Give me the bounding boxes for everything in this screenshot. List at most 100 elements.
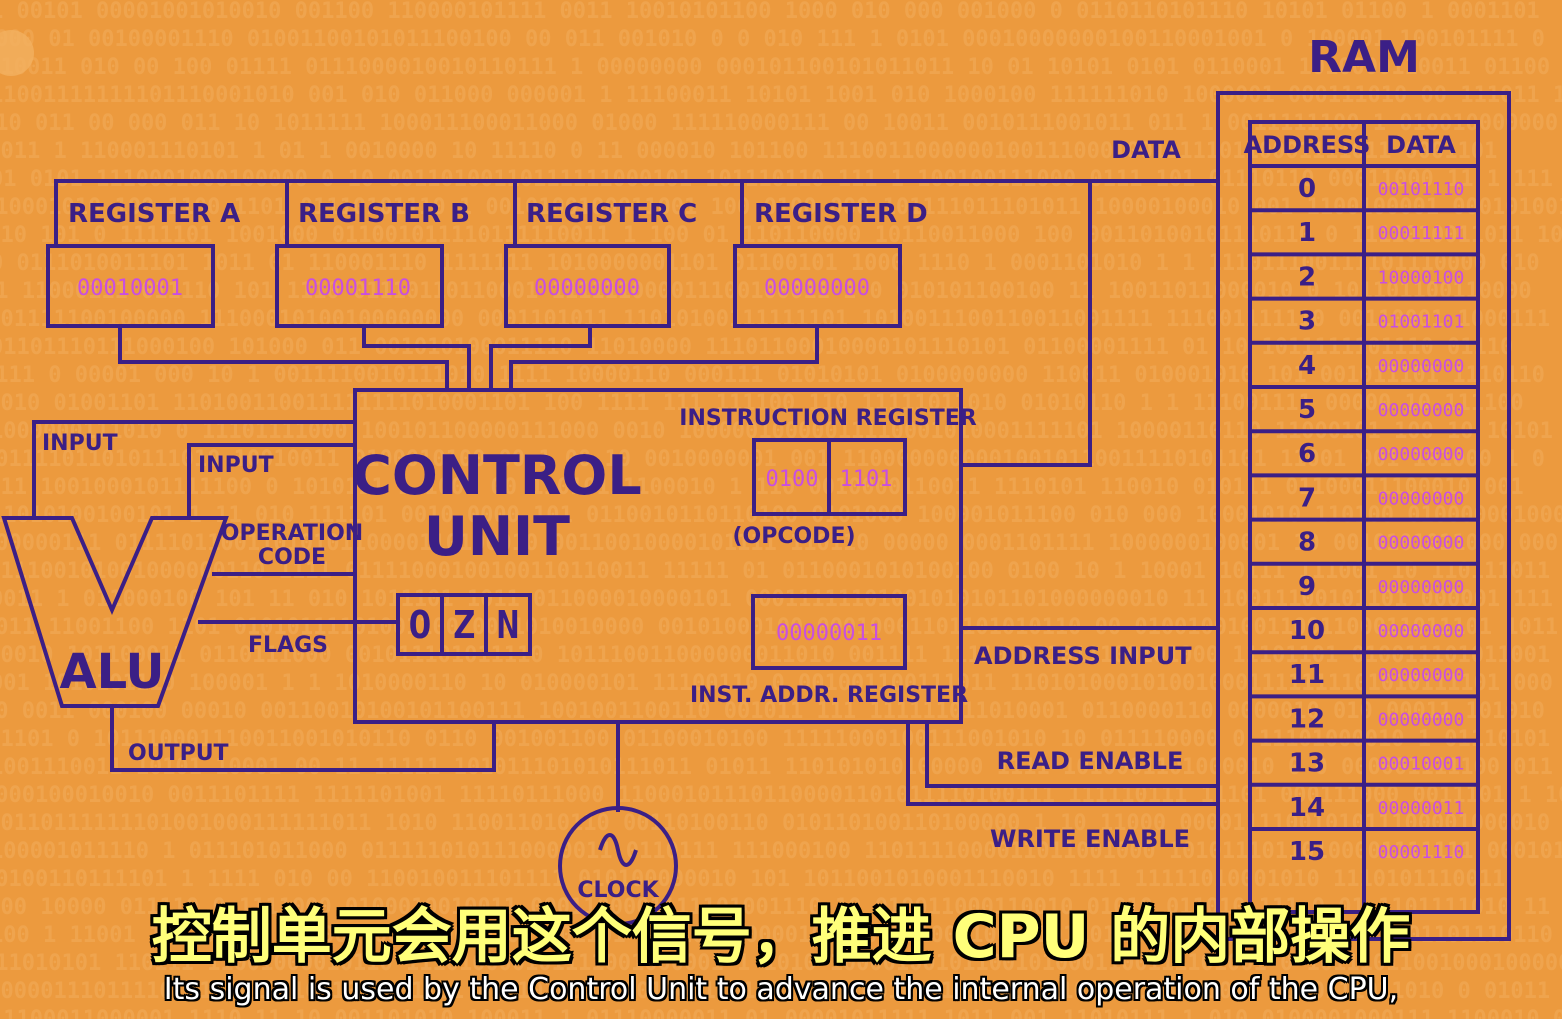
- ram-data-7: 00000000: [1378, 488, 1465, 509]
- register-c-label: REGISTER C: [526, 199, 697, 229]
- ram-data-0: 00101110: [1378, 179, 1465, 200]
- ram-address-4: 4: [1298, 351, 1316, 381]
- ram-data-2: 10000100: [1378, 267, 1465, 288]
- ram-address-7: 7: [1298, 483, 1316, 513]
- alu: ALU INPUT INPUT OPERATION CODE FLAGS OUT…: [1, 420, 496, 772]
- ram-address-10: 10: [1289, 616, 1325, 646]
- svg-text:0111 0 00001 000 10 1 001111: 0111 0 00001 000 10 1 0011110010111010 1…: [0, 363, 1545, 388]
- ram-address-15: 15: [1289, 837, 1325, 867]
- register-b-value: 00001110: [305, 276, 411, 301]
- register-d: REGISTER D 00000000: [733, 199, 928, 328]
- ram-data-1: 00011111: [1378, 223, 1465, 244]
- svg-text:101111011010111010 10010011 01: 101111011010111010 10010011 0100010100 0…: [0, 447, 1545, 472]
- ram-data-5: 00000000: [1378, 400, 1465, 421]
- flag-z: Z: [453, 603, 476, 647]
- ram-data-6: 00000000: [1378, 444, 1465, 465]
- instruction-register-label: INSTRUCTION REGISTER: [679, 406, 976, 431]
- svg-text:0 0110111111101001000111111011: 0 0110111111101001000111111011 1010 1100…: [0, 811, 1550, 836]
- ram-data-11: 00000000: [1378, 665, 1465, 686]
- register-a-value: 00010001: [77, 276, 183, 301]
- svg-text:1 00101 00001001010010 001100: 1 00101 00001001010010 001100 1100001011…: [0, 0, 1540, 24]
- data-bus-label: DATA: [1111, 136, 1181, 164]
- svg-text:0 10011 010 00 100 01111 01110: 0 10011 010 00 100 01111 011100001001011…: [0, 55, 1550, 80]
- operation-code-label-2: CODE: [258, 545, 326, 570]
- ram-header-data: DATA: [1386, 131, 1456, 159]
- clock: CLOCK: [558, 722, 678, 926]
- ram-address-13: 13: [1289, 749, 1325, 779]
- flag-n: N: [497, 603, 520, 647]
- alu-input-a-label: INPUT: [42, 431, 118, 456]
- address-input-label: ADDRESS INPUT: [974, 642, 1192, 670]
- clock-label: CLOCK: [577, 878, 659, 903]
- svg-text:0000100010010 0011101111 11111: 0000100010010 0011101111 1111101001 1111…: [0, 783, 1562, 808]
- svg-text:10011 1 110001110101 1 01 1: 10011 1 110001110101 1 01 1 0010000 10 1…: [0, 139, 1497, 164]
- register-c-value: 00000000: [534, 276, 640, 301]
- ram-address-3: 3: [1298, 307, 1316, 337]
- ram-address-12: 12: [1289, 704, 1325, 734]
- ram-address-1: 1: [1298, 218, 1316, 248]
- flags-register: O Z N: [396, 593, 532, 656]
- svg-text:1011 11001100 1101 01010111101: 1011 11001100 1101 01010111101001100 000…: [0, 615, 1558, 640]
- svg-text:00 0011 000100 00010 001100101: 00 0011 000100 00010 0011001010010110011…: [0, 699, 1545, 724]
- ram-rows: 0 00101110 1 00011111 2 10000100 3 01001101 4 000…: [1250, 164, 1478, 867]
- ram-address-14: 14: [1289, 793, 1325, 823]
- ram-address-8: 8: [1298, 528, 1316, 558]
- flag-o: O: [409, 603, 432, 647]
- alu-label: ALU: [60, 644, 165, 700]
- ram-address-11: 11: [1289, 660, 1325, 690]
- svg-text:001 1010101110 100001 1 1 10: 001 1010101110 100001 1 1 1010000110 10 …: [0, 671, 1553, 696]
- ram-address-6: 6: [1298, 439, 1316, 469]
- svg-text:01010 01001101 110100110011111: 01010 01001101 1101001100111111110100011…: [0, 391, 1524, 416]
- ram-address-9: 9: [1298, 572, 1316, 602]
- read-enable-label: READ ENABLE: [997, 747, 1184, 775]
- svg-text:0000 01 00100001110 010011001: 0000 01 00100001110 01001100101011100100…: [0, 27, 1545, 52]
- operand-value: 1101: [840, 467, 893, 492]
- registers: REGISTER A 00010001 REGISTER B 00001110 …: [46, 179, 1218, 390]
- alu-input-b-label: INPUT: [198, 453, 274, 478]
- svg-text:0010 101 0 1111101 1001000 011: 0010 101 0 1111101 1001000 0110010111101…: [0, 223, 1562, 248]
- svg-text:01101110111000100 101000 011: 01101110111000100 101000 011 00101010001…: [0, 335, 1513, 360]
- inst-addr-value: 00000011: [776, 621, 882, 646]
- opcode-value: 0100: [766, 467, 819, 492]
- svg-text:1001110011 10101 10001 00 11 1: 1001110011 10101 10001 00 11 11111 10101…: [0, 755, 1553, 780]
- register-a-label: REGISTER A: [68, 199, 240, 229]
- subtitle-chinese: 控制单元会用这个信号，推进 CPU 的内部操作: [151, 902, 1411, 972]
- svg-text:100001011110 1 011101011000 01: 100001011110 1 011101011000 011111010111…: [0, 839, 1562, 864]
- alu-output-label: OUTPUT: [128, 741, 229, 766]
- svg-text:110001010 100 1100 1101 011101: 110001010 100 1100 1101 01110101110 1 00…: [0, 195, 1562, 220]
- ram-data-15: 00001110: [1378, 842, 1465, 863]
- svg-text:11001111111101110001010 001 01: 11001111111101110001010 001 010 011000 0…: [0, 83, 1562, 108]
- svg-text:100 1 11001 101100111 011001: 100 1 11001 101100111 011001 00001001010…: [0, 923, 1553, 948]
- opcode-label: (OPCODE): [732, 524, 855, 549]
- ram-data-8: 00000000: [1378, 533, 1465, 554]
- operation-code-label-1: OPERATION: [221, 521, 363, 546]
- ram-title: RAM: [1308, 32, 1420, 83]
- flags-label: FLAGS: [248, 633, 328, 658]
- ram-data-3: 01001101: [1378, 312, 1465, 333]
- ram-data-4: 00000000: [1378, 356, 1465, 377]
- inst-addr-label: INST. ADDR. REGISTER: [690, 683, 968, 708]
- subtitle-english: Its signal is used by the Control Unit t…: [163, 972, 1399, 1007]
- control-unit: CONTROL UNIT INSTRUCTION REGISTER 0100 1…: [352, 388, 977, 724]
- ram-data-14: 00000011: [1378, 798, 1465, 819]
- svg-text:11100011000001 1110 11 10 0011: 11100011000001 1110 11 10 001101010 1000…: [0, 1007, 1562, 1019]
- write-enable-label: WRITE ENABLE: [990, 825, 1190, 853]
- register-c: REGISTER C 00000000: [504, 199, 697, 328]
- register-b-label: REGISTER B: [298, 199, 470, 229]
- register-d-label: REGISTER D: [754, 199, 928, 229]
- ram-address-0: 0: [1298, 174, 1316, 204]
- ram-data-9: 00000000: [1378, 577, 1465, 598]
- control-unit-title-2: UNIT: [424, 505, 570, 568]
- ram-data-10: 00000000: [1378, 621, 1465, 642]
- svg-text:110000111011110 0111010110 101: 110000111011110 0111010110 1011 01101 01…: [0, 979, 1550, 1004]
- ram-data-13: 00010001: [1378, 754, 1465, 775]
- ram-header-address: ADDRESS: [1244, 131, 1371, 159]
- ram-address-5: 5: [1298, 395, 1316, 425]
- ram-address-2: 2: [1298, 262, 1316, 292]
- svg-text:111010101 110111 1100100001011: 111010101 110111 11001000010110 11101000…: [0, 951, 1562, 976]
- clock-wave-icon: [598, 833, 638, 867]
- control-unit-title-1: CONTROL: [352, 444, 641, 507]
